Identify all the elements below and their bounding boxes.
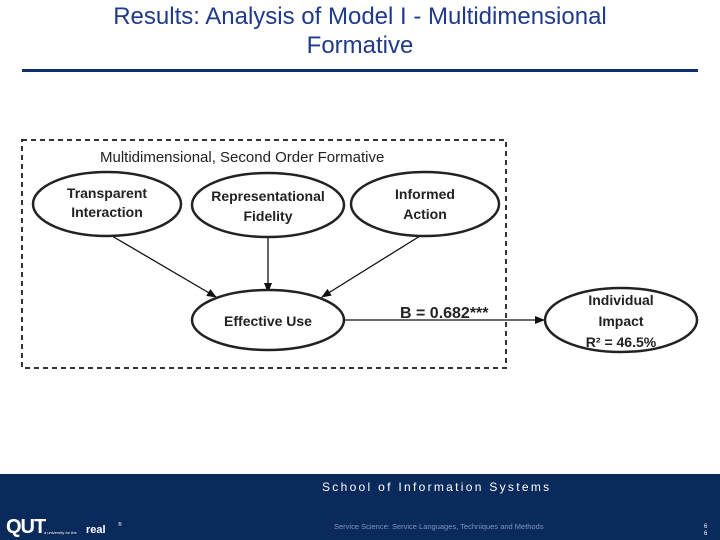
- qut-tagline: a university for the: [44, 530, 77, 535]
- title-divider: [22, 69, 698, 72]
- qut-registered-mark: ®: [118, 522, 122, 528]
- label-representational-1: Representational: [211, 188, 325, 204]
- footer-subtitle: Service Science: Service Languages, Tech…: [334, 522, 544, 531]
- slide-title-line-1: Results: Analysis of Model I - Multidime…: [113, 3, 607, 30]
- arrow-transparent-to-effective: [111, 235, 217, 298]
- label-informed-2: Action: [403, 206, 447, 222]
- boundary-label: Multidimensional, Second Order Formative: [100, 149, 384, 166]
- label-transparent-1: Transparent: [67, 185, 147, 201]
- label-effective-use: Effective Use: [224, 313, 312, 329]
- footer-school-name: School of Information Systems: [322, 480, 552, 494]
- node-effective-use: [190, 288, 346, 352]
- slide-title-line-2: Formative: [306, 32, 414, 59]
- node-individual-impact: [543, 286, 699, 354]
- path-coefficient-label: B = 0.682***: [400, 305, 489, 322]
- formative-boundary-box: [21, 139, 507, 369]
- page-number-sub: 6: [704, 531, 708, 537]
- label-representational-2: Fidelity: [243, 208, 292, 224]
- slide-title: Results: Analysis of Model I - Multidime…: [0, 2, 720, 60]
- page-number-main: 6: [704, 524, 708, 530]
- qut-real-text: real: [86, 524, 106, 536]
- arrow-informed-to-effective: [321, 235, 421, 298]
- page-number: 6 6: [704, 524, 707, 538]
- label-informed-1: Informed: [395, 186, 455, 202]
- label-impact-2: Impact: [598, 313, 643, 329]
- footer-bar: [0, 474, 720, 540]
- node-representational-fidelity: [190, 171, 346, 239]
- node-transparent-interaction: [31, 170, 183, 238]
- label-transparent-2: Interaction: [71, 204, 143, 220]
- qut-logo: QUT: [6, 516, 46, 538]
- label-impact-r2: R² = 46.5%: [586, 334, 657, 350]
- label-impact-1: Individual: [588, 292, 653, 308]
- node-informed-action: [349, 170, 501, 238]
